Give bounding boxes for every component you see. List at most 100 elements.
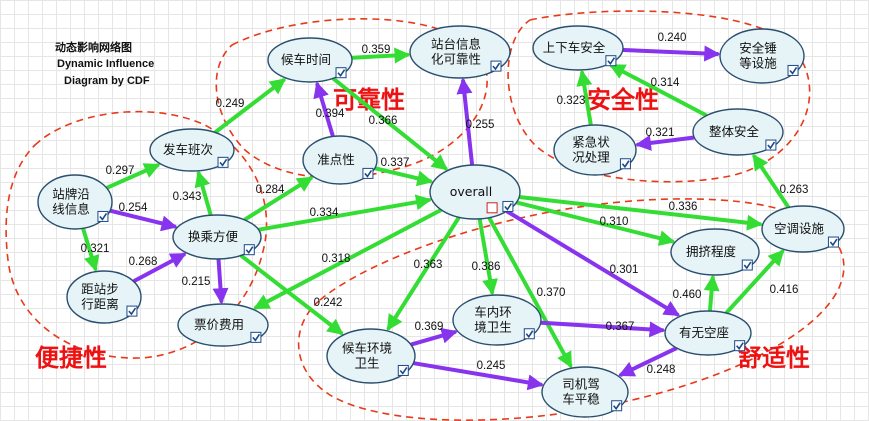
edge-label-huancheng-to-fache: 0.343 <box>173 191 202 203</box>
node-zhengti[interactable]: 整体安全 <box>692 108 784 156</box>
node-label: 发车班次 <box>163 142 213 157</box>
checkbox-icon[interactable] <box>126 305 138 317</box>
edge-label-zhundian-to-overall: 0.337 <box>381 157 410 169</box>
checkmark-icon <box>736 342 744 351</box>
checkmark-icon <box>613 402 621 411</box>
node-overall[interactable]: overall <box>429 164 521 220</box>
node-label: 整体安全 <box>709 124 760 139</box>
node-yongji[interactable]: 拥挤程度 <box>670 228 760 276</box>
edge-label-youwu-to-siji: 0.248 <box>647 364 676 376</box>
edge-zhanpai-to-juli <box>81 227 100 272</box>
checkbox-icon[interactable] <box>765 139 777 151</box>
edge-overall-to-yongji <box>515 200 676 246</box>
group-label-comfort: 舒适性 <box>738 344 810 372</box>
checkbox-icon[interactable] <box>787 64 799 76</box>
node-label: 化可靠性 <box>431 52 481 67</box>
node-fache[interactable]: 发车班次 <box>149 128 235 172</box>
node-ellipse <box>532 25 624 71</box>
node-label: 准点性 <box>317 152 355 167</box>
node-label: 有无空座 <box>679 325 729 340</box>
edge-label-fache-to-houche: 0.249 <box>216 98 245 110</box>
checkbox-icon[interactable] <box>502 200 514 212</box>
edge-youwu-to-kongtiao <box>724 249 785 315</box>
checkbox-icon[interactable] <box>523 328 535 340</box>
node-zhundian[interactable]: 准点性 <box>302 135 378 185</box>
node-huancheng[interactable]: 换乘方便 <box>172 214 262 260</box>
edge-label-youwu-to-yongji: 0.460 <box>673 289 702 301</box>
node-label: 上下车安全 <box>543 40 606 55</box>
edge-label-overall-to-zhandian: 0.255 <box>466 119 495 131</box>
move-handle-icon[interactable] <box>486 202 498 214</box>
checkbox-icon[interactable] <box>217 156 229 168</box>
edge-overall-to-chenei <box>477 217 498 296</box>
checkbox-icon[interactable] <box>243 244 255 256</box>
edge-label-overall-to-chenei: 0.386 <box>472 261 501 273</box>
checkbox-icon[interactable] <box>250 331 262 343</box>
node-houche[interactable]: 候车时间 <box>267 37 353 83</box>
node-label: 票价费用 <box>194 317 244 332</box>
edge-zhengti-to-shangxia <box>608 63 708 117</box>
node-piaojia[interactable]: 票价费用 <box>177 303 269 347</box>
checkbox-icon[interactable] <box>362 167 374 179</box>
edge-label-huancheng-to-houchehj: 0.242 <box>314 297 343 309</box>
checkbox-icon[interactable] <box>734 340 746 352</box>
checkbox-icon[interactable] <box>605 55 617 67</box>
node-ellipse <box>66 270 142 324</box>
checkmark-icon <box>128 307 137 316</box>
edge-labels-layer: 0.2970.2540.3210.2680.3430.2150.2490.284… <box>81 32 809 376</box>
node-label: 紧急状 <box>572 135 610 150</box>
node-ellipse <box>541 366 629 418</box>
node-ellipse <box>664 310 752 356</box>
node-ellipse <box>326 328 416 384</box>
checkbox-icon[interactable] <box>97 210 109 222</box>
node-ellipse <box>670 228 760 276</box>
node-label: 空调设施 <box>774 221 825 236</box>
node-label: 行距离 <box>81 297 119 312</box>
node-ellipse <box>267 37 353 83</box>
node-kongtiao[interactable]: 空调设施 <box>761 205 845 253</box>
edge-youwu-to-yongji <box>703 274 720 313</box>
checkbox-icon[interactable] <box>611 400 623 412</box>
edge-label-overall-to-siji: 0.370 <box>537 287 566 299</box>
edge-houche-to-zhandian <box>350 47 411 64</box>
edge-zhengti-to-jinji <box>634 135 696 151</box>
checkmark-icon <box>337 69 346 78</box>
checkbox-icon[interactable] <box>827 236 839 248</box>
checkmark-icon <box>525 330 534 339</box>
node-label: 车平稳 <box>562 392 600 407</box>
node-label: 线信息 <box>52 202 90 217</box>
edge-label-zhanpai-to-juli: 0.321 <box>81 243 110 255</box>
node-youwu[interactable]: 有无空座 <box>664 310 752 356</box>
node-shangxia[interactable]: 上下车安全 <box>532 25 624 71</box>
checkbox-icon[interactable] <box>741 259 753 271</box>
checkbox-icon[interactable] <box>397 364 409 376</box>
edge-label-chenei-to-youwu: 0.367 <box>606 321 635 333</box>
edge-label-zhanpai-to-huancheng: 0.254 <box>119 202 148 214</box>
edge-zhanpai-to-fache <box>105 163 161 190</box>
node-label: overall <box>450 184 492 199</box>
checkbox-icon[interactable] <box>619 158 631 170</box>
node-ellipse <box>302 135 378 185</box>
group-label-safety: 安全性 <box>587 86 659 114</box>
edge-label-jinji-to-shangxia: 0.323 <box>557 95 586 107</box>
edge-label-overall-to-houchehj: 0.363 <box>414 259 443 271</box>
edge-label-overall-to-youwu: 0.301 <box>610 264 639 276</box>
checkmark-icon <box>245 246 254 255</box>
node-label: 站台信息 <box>431 37 481 52</box>
edge-label-overall-to-piaojia: 0.318 <box>322 253 351 265</box>
checkbox-icon[interactable] <box>335 67 347 79</box>
edge-overall-to-kongtiao <box>518 195 763 231</box>
edge-kongtiao-to-zhengti <box>752 153 790 209</box>
checkbox-icon[interactable] <box>490 60 502 72</box>
edge-jinji-to-shangxia <box>576 69 593 127</box>
